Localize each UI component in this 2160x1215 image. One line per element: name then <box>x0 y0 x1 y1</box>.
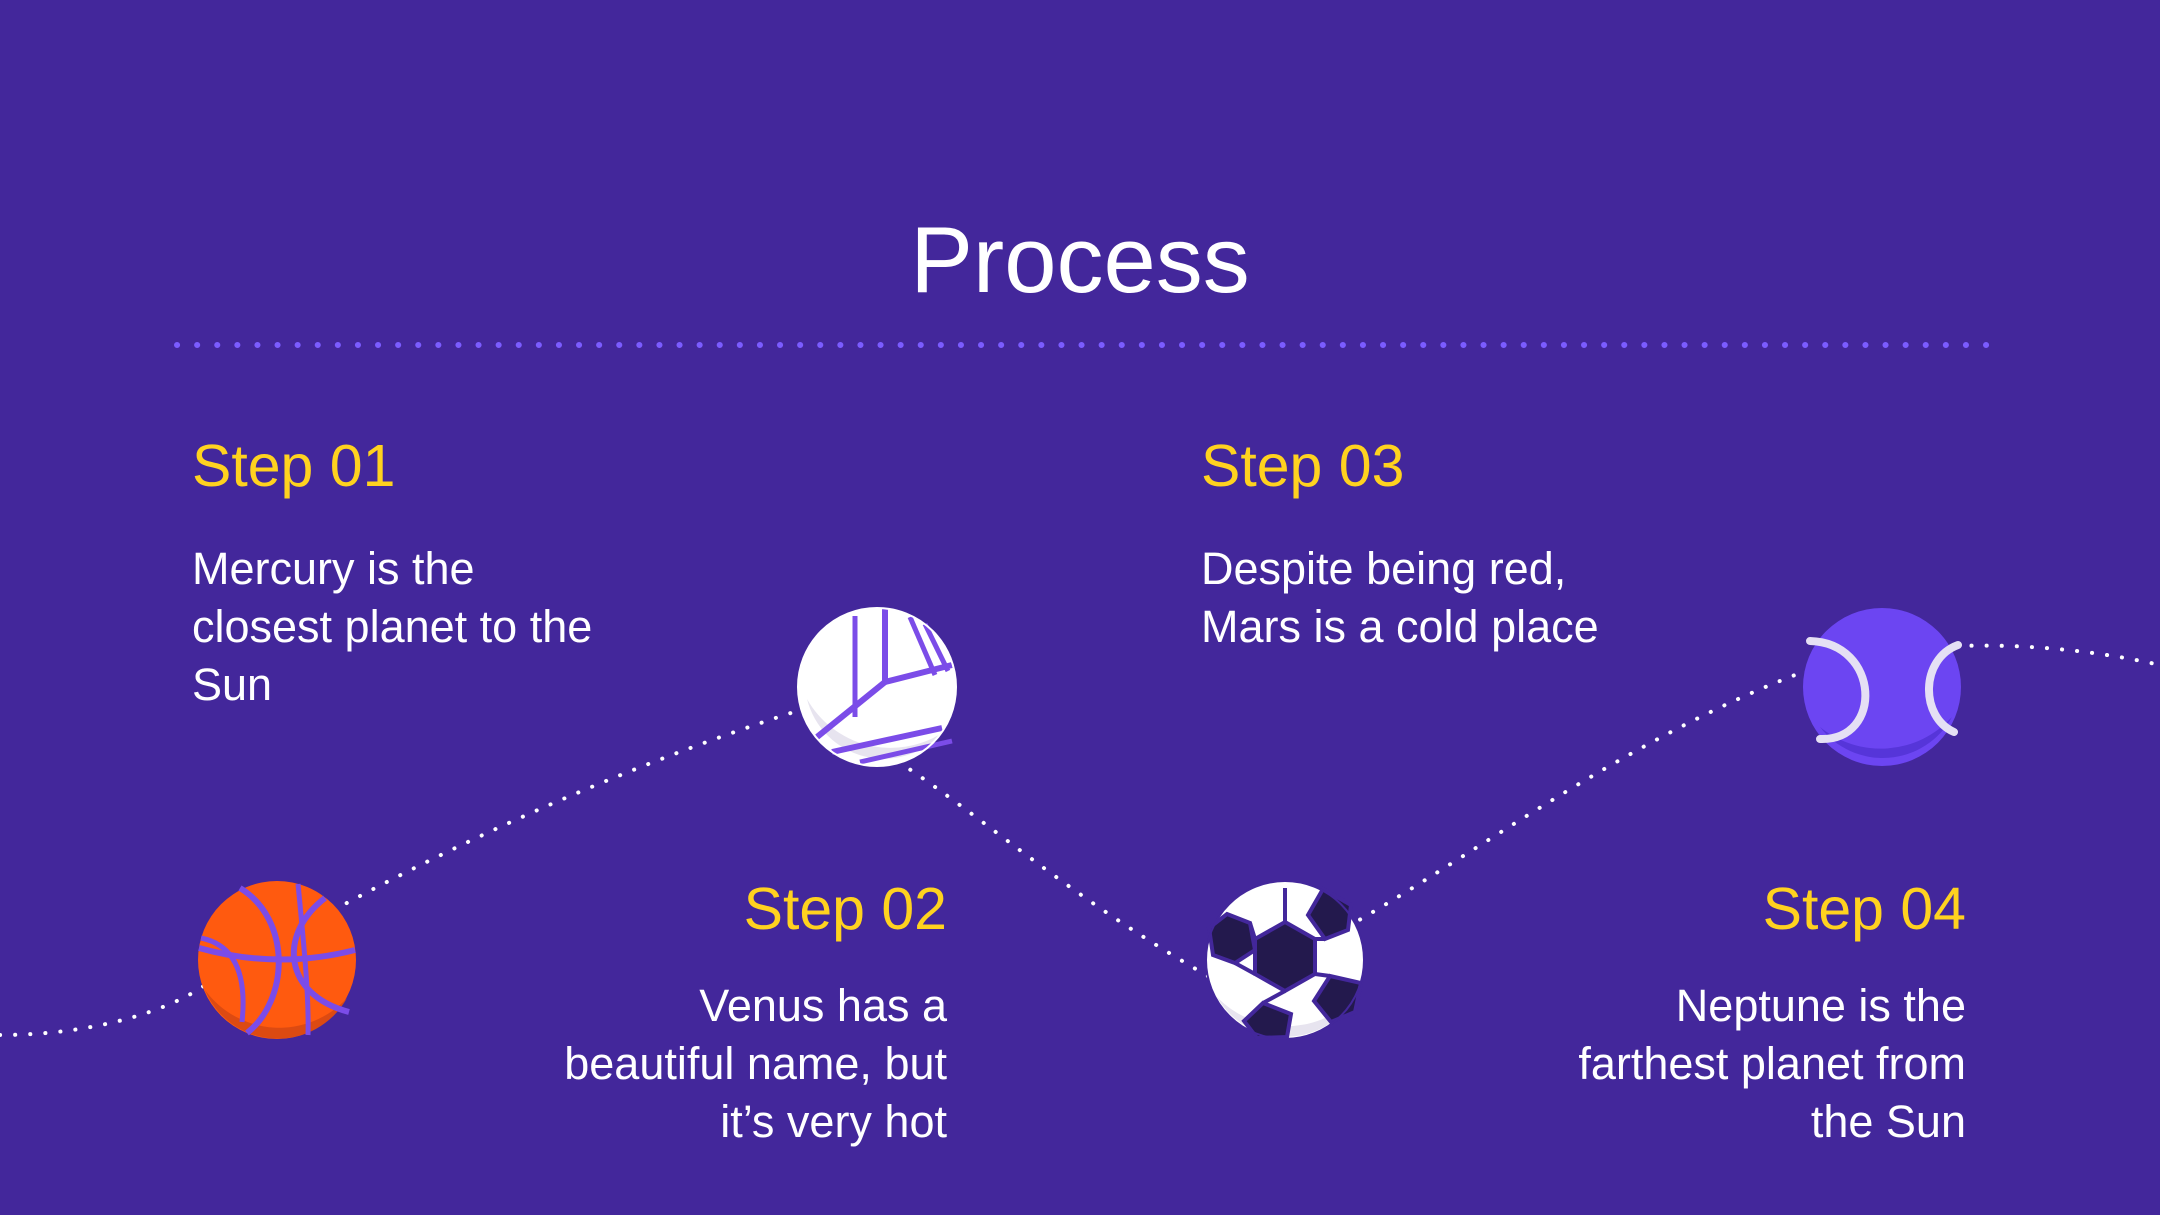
basketball-icon <box>198 881 356 1039</box>
step-03-title: Step 03 <box>1201 433 1405 499</box>
step-02-description: Venus has a beautiful name, but it’s ver… <box>564 980 947 1147</box>
step-04-title: Step 04 <box>1762 876 1966 942</box>
step-02-title: Step 02 <box>743 876 947 942</box>
step-03-description: Despite being red, Mars is a cold place <box>1201 543 1599 652</box>
step-01-title: Step 01 <box>192 433 396 499</box>
soccer-ball-icon <box>1205 880 1365 1040</box>
step-04-description: Neptune is the farthest planet from the … <box>1578 980 1966 1147</box>
tennis-ball-icon <box>1803 608 1962 766</box>
page-title: Process <box>910 206 1250 312</box>
volleyball-icon <box>797 607 957 767</box>
step-01-description: Mercury is the closest planet to the Sun <box>192 543 593 710</box>
